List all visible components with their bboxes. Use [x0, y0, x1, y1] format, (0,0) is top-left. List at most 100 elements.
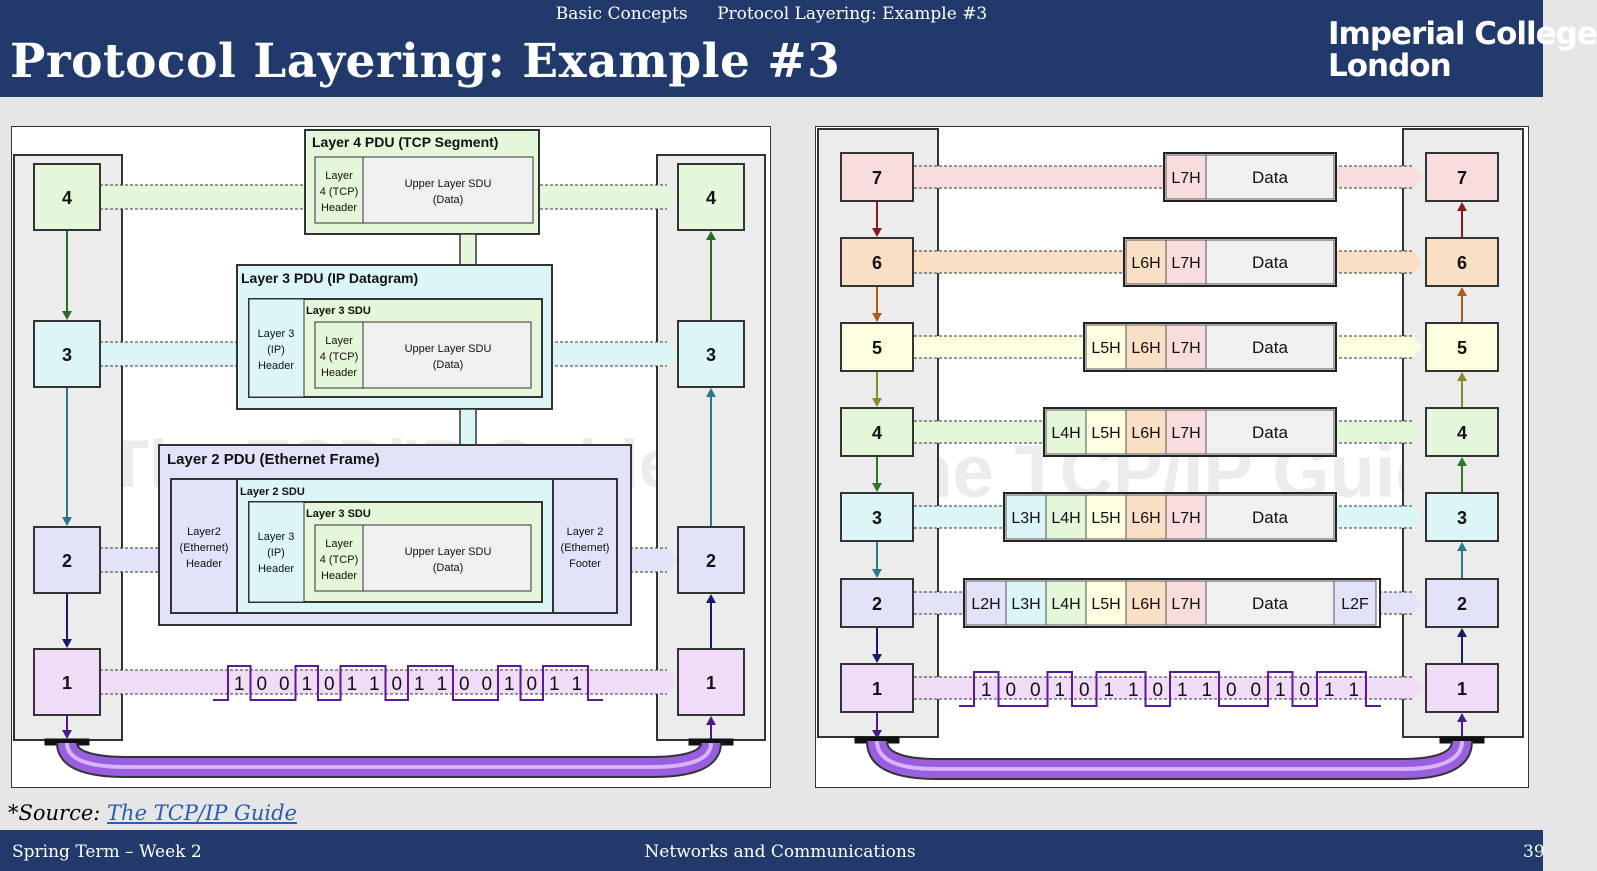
l2-header-text: Header [186, 558, 222, 570]
left-layer-7-label: 7 [872, 168, 882, 188]
upper-sdu-text: Upper Layer SDU [405, 178, 492, 190]
header-label: L5H [1091, 340, 1120, 357]
right-bits-bit: 1 [1054, 680, 1065, 701]
right-layer-3 [677, 320, 745, 388]
down-arrow-head [872, 730, 882, 739]
header-label: L7H [1171, 510, 1200, 527]
right-bits-bit: 1 [1201, 680, 1212, 701]
right-layer-3 [1425, 492, 1499, 542]
layer1-flow [100, 670, 677, 694]
left-bits-bit: 0 [459, 674, 470, 695]
up-arrow-head [706, 594, 716, 603]
left-layer-3-label: 3 [62, 345, 72, 365]
header-label: L5H [1091, 596, 1120, 613]
up-arrow-head [1457, 202, 1467, 211]
header-cell-L6H [1125, 409, 1167, 455]
right-bits-bit: 0 [1005, 680, 1016, 701]
nav-section[interactable]: Basic Concepts [555, 4, 688, 24]
left-bits-bit: 1 [436, 674, 447, 695]
down-arrow-head [872, 313, 882, 322]
header-cell-L5H [1085, 324, 1127, 370]
left-layer-4-label: 4 [872, 423, 882, 443]
right-bits-bit: 0 [1250, 680, 1261, 701]
right-bits-bit: 0 [1079, 680, 1090, 701]
left-layer-1 [33, 648, 101, 716]
right-layer-4-label: 4 [1457, 423, 1467, 443]
l4-header-text: Layer [325, 335, 353, 347]
header-label: L6H [1131, 510, 1160, 527]
source-link[interactable]: The TCP/IP Guide [107, 801, 297, 825]
l2-footer-text: (Ethernet) [561, 542, 610, 554]
header-label: L6H [1131, 255, 1160, 272]
left-layer-4 [840, 407, 914, 457]
layer1-flow [914, 677, 1423, 699]
header-label: L2H [971, 596, 1000, 613]
left-layer-2-label: 2 [62, 551, 72, 571]
left-layer-5-label: 5 [872, 338, 882, 358]
l3-header-text: Header [258, 360, 294, 372]
pdu2-title: Layer 2 PDU (Ethernet Frame) [167, 451, 380, 468]
pdu3-l3-header [248, 298, 305, 398]
right-layer-3-label: 3 [1457, 508, 1467, 528]
l2-header-text: (Ethernet) [180, 542, 229, 554]
left-layer-2-label: 2 [872, 594, 882, 614]
header-cell-L4H [1045, 580, 1087, 626]
pdu4-l4-header [314, 156, 364, 224]
left-bits-bit: 0 [526, 674, 537, 695]
left-cable-highlight [65, 742, 713, 769]
right-layer-4-label: 4 [706, 188, 716, 208]
header-label: L7H [1171, 170, 1200, 187]
down-arrow-head [62, 730, 72, 739]
header-cell-L4H [1045, 409, 1087, 455]
left-bits-bit: 1 [504, 674, 515, 695]
right-layer-3-label: 3 [706, 345, 716, 365]
logo-line-2: London [1328, 48, 1452, 84]
left-bits-bit: 0 [324, 674, 335, 695]
right-bits-bit: 1 [1177, 680, 1188, 701]
left-bits-bit: 1 [346, 674, 357, 695]
imperial-logo: Imperial College London [1328, 18, 1597, 82]
l4-header-text: 4 (TCP) [320, 554, 359, 566]
header-label: L7H [1171, 596, 1200, 613]
slide-header: Basic Concepts Protocol Layering: Exampl… [0, 0, 1597, 97]
right-bits-bit: 1 [981, 680, 992, 701]
data-cell [1205, 154, 1335, 200]
up-arrow-head [1457, 628, 1467, 637]
footer-label: L2F [1341, 596, 1369, 613]
upper-sdu-text: (Data) [433, 562, 464, 574]
right-bits-bit: 0 [1030, 680, 1041, 701]
l3-header-text: Layer 3 [258, 328, 295, 340]
right-layer-7 [1425, 152, 1499, 202]
header-label: L6H [1131, 596, 1160, 613]
page-number: 39 [1523, 842, 1545, 862]
right-bits-wave [959, 671, 1381, 707]
footer-course: Networks and Communications [644, 842, 916, 862]
l4-header-text: 4 (TCP) [320, 351, 359, 363]
down-arrow-head [872, 483, 882, 492]
l3-header-text: Header [258, 563, 294, 575]
up-arrow-head [1457, 457, 1467, 466]
up-arrow-head [1457, 372, 1467, 381]
left-bits-bit: 0 [256, 674, 267, 695]
header-label: L7H [1171, 340, 1200, 357]
header-cell-L5H [1085, 494, 1127, 540]
header-label: L3H [1011, 510, 1040, 527]
left-layer-5 [840, 322, 914, 372]
pdu3-l4-header [314, 321, 364, 389]
right-cable-highlight [875, 740, 1464, 771]
upper-sdu-text: (Data) [433, 359, 464, 371]
down-arrow-head [62, 517, 72, 526]
l3-sdu-label: Layer 3 SDU [306, 305, 371, 317]
data-label: Data [1252, 253, 1288, 272]
up-arrow-head [1457, 287, 1467, 296]
down-arrow-head [872, 398, 882, 407]
up-arrow-head [706, 231, 716, 240]
l4-header-text: Header [321, 367, 357, 379]
data-label: Data [1252, 338, 1288, 357]
up-arrow-head [706, 716, 716, 725]
header-cell-L5H [1085, 580, 1127, 626]
left-layer-6-label: 6 [872, 253, 882, 273]
left-layer-4-label: 4 [62, 188, 72, 208]
nav-subsection[interactable]: Protocol Layering: Example #3 [717, 4, 988, 24]
